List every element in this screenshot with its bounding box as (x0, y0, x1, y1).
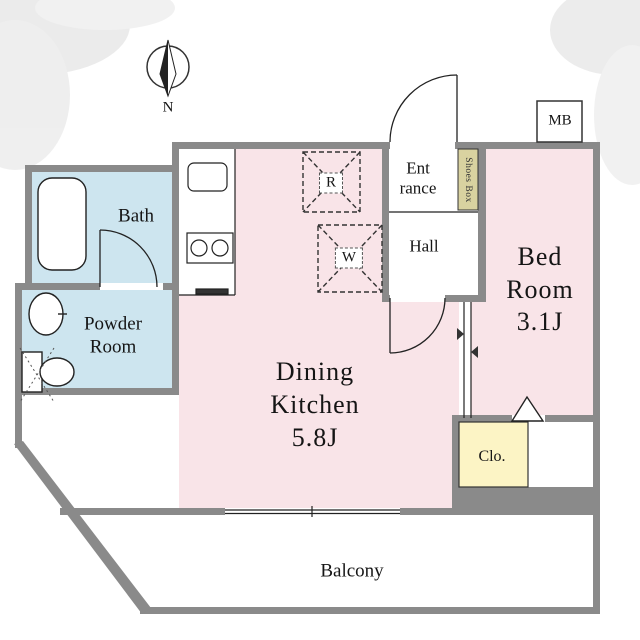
stove-burner-left (190, 239, 208, 257)
balcony-label: Balcony (320, 560, 384, 582)
toilet-clearance-dashes (19, 347, 55, 403)
toilet-bowl (39, 357, 75, 387)
washer-space (317, 224, 383, 293)
shoes-box-label: Shoes Box (463, 157, 473, 203)
powder-room-label-line1: Powder (83, 313, 143, 335)
background-texture (0, 0, 640, 185)
stove-burner-right (211, 239, 229, 257)
hall-door-arc (389, 297, 446, 354)
bedroom-label-line2: Room (506, 275, 574, 304)
entrance-door-arc (389, 74, 458, 143)
dining-kitchen-label-line1: Dining (275, 357, 355, 386)
balcony-sliding-door (225, 506, 400, 517)
counter-bar (195, 288, 229, 295)
entrance-label-line1: Ent (406, 158, 430, 178)
powder-room-label-line2: Room (89, 336, 137, 358)
bedroom-sliding-door (457, 302, 478, 418)
bedroom-fill (471, 149, 593, 415)
kitchen-sink (187, 162, 228, 192)
dining-kitchen-size-label: 5.8J (291, 423, 339, 452)
dining-kitchen-fill (179, 149, 459, 508)
walls (14, 142, 600, 614)
refrigerator-label: R (318, 172, 344, 194)
bathtub (37, 177, 87, 271)
bedroom-size-label: 3.1J (516, 307, 564, 336)
washer-label: W (334, 247, 364, 269)
closet-door-swing (510, 395, 545, 422)
shoes-box (457, 148, 479, 211)
bath-label: Bath (118, 205, 154, 227)
closet-label: Clo. (478, 448, 506, 465)
compass-north-label: N (162, 99, 174, 116)
closet-fill (458, 421, 529, 488)
hall-label: Hall (409, 236, 439, 256)
meter-box (536, 100, 583, 143)
dining-kitchen-label-line2: Kitchen (270, 390, 360, 419)
entrance-label-line2: rance (399, 178, 437, 198)
meter-box-label: MB (548, 112, 572, 129)
toilet-tank (21, 351, 43, 393)
bedroom-label-line1: Bed (517, 242, 563, 271)
vanity-sink (28, 292, 64, 336)
compass-icon (146, 39, 190, 98)
bath-door-arc (99, 229, 158, 288)
diagonal-wall (14, 441, 151, 614)
